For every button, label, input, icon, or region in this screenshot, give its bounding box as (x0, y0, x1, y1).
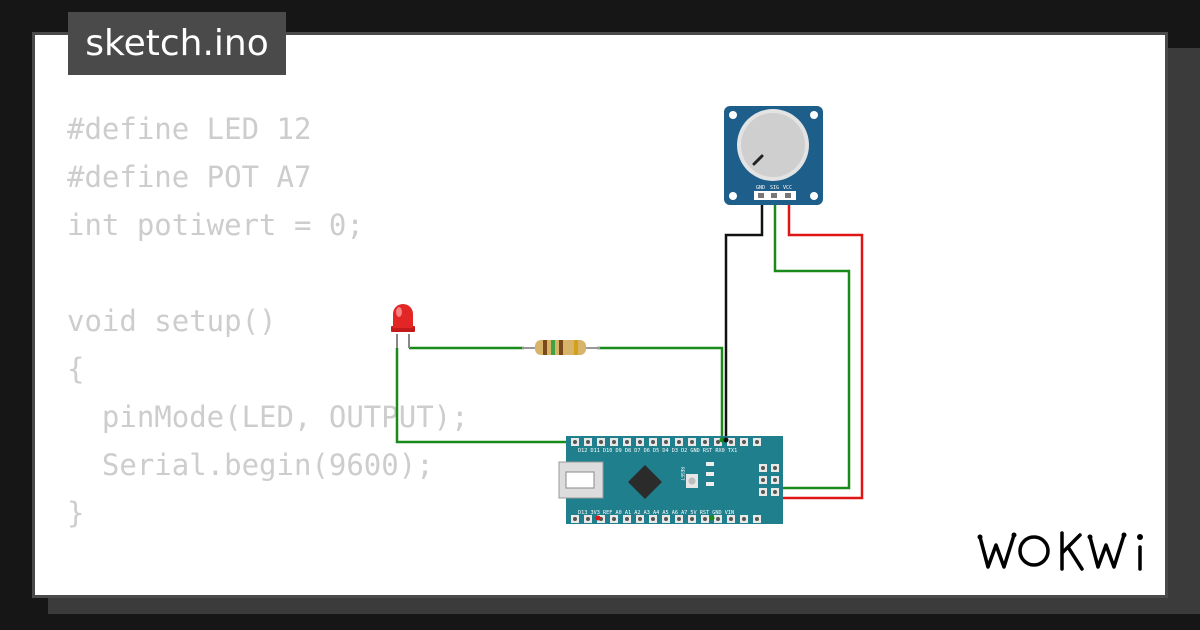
code-line: Serial.begin(9600); (67, 448, 434, 482)
board-pin-hole (586, 440, 590, 444)
pot-pin-gnd-label: GND (756, 185, 765, 191)
code-preview: #define LED 12 #define POT A7 int potiwert… (67, 105, 469, 595)
icsp-header (759, 464, 779, 496)
code-line: #define POT A7 (67, 160, 312, 194)
board-pin-hole (677, 440, 681, 444)
board-pin-hole (638, 440, 642, 444)
top-pin-labels: D12 D11 D10 D9 D8 D7 D6 D5 D4 D3 D2 GND … (578, 448, 737, 454)
code-line: void setup() (67, 304, 277, 338)
board-pin-hole (703, 440, 707, 444)
board-pin-hole (664, 440, 668, 444)
top-pin-header (571, 438, 761, 446)
icsp-pin-hole (773, 490, 777, 494)
bottom-pin-header (571, 515, 761, 523)
code-line: void loop() (67, 585, 469, 595)
board-pin-hole (625, 440, 629, 444)
code-line: #define LED 12 (67, 112, 312, 146)
board-pin-hole (573, 440, 577, 444)
arduino-nano-icon: D12 D11 D10 D9 D8 D7 D6 D5 D4 D3 D2 GND … (558, 436, 783, 524)
bottom-pin-labels: D13 3V3 REF A0 A1 A2 A3 A4 A5 A6 A7 5V R… (578, 510, 734, 516)
board-pin-hole (651, 517, 655, 521)
icsp-pin-hole (761, 490, 765, 494)
board-pin-hole (612, 517, 616, 521)
code-line: } (67, 496, 85, 530)
potentiometer-icon: GND SIG VCC (724, 106, 823, 205)
wire-resistor-to-d12 (597, 346, 724, 440)
board-pin-hole (573, 517, 577, 521)
pot-pin-vcc-label: VCC (783, 185, 792, 191)
board-pin-hole (612, 440, 616, 444)
project-preview-card: #define LED 12 #define POT A7 int potiwert… (32, 32, 1168, 598)
board-pin-hole (638, 517, 642, 521)
sketch-filename-tab: sketch.ino (68, 12, 286, 75)
code-line: pinMode(LED, OUTPUT); (67, 400, 469, 434)
board-pin-hole (664, 517, 668, 521)
board-pin-hole (690, 440, 694, 444)
board-pin-hole (729, 440, 733, 444)
board-pin-hole (677, 517, 681, 521)
board-pin-hole (690, 517, 694, 521)
red-led-icon (391, 304, 415, 348)
wire-pot-gnd (724, 196, 764, 440)
icsp-pin-hole (761, 478, 765, 482)
board-pin-hole (755, 440, 759, 444)
board-pin-hole (651, 440, 655, 444)
board-pin-hole (716, 517, 720, 521)
board-pin-hole (755, 517, 759, 521)
wokwi-logo (977, 531, 1143, 571)
icsp-pin-hole (773, 466, 777, 470)
board-pin-hole (742, 440, 746, 444)
resistor-icon (522, 340, 600, 355)
icsp-pin-hole (773, 478, 777, 482)
board-pin-hole (703, 517, 707, 521)
board-pin-hole (625, 517, 629, 521)
board-pin-hole (729, 517, 733, 521)
reset-label: RESET (679, 467, 685, 481)
board-pin-hole (716, 440, 720, 444)
board-pin-hole (599, 440, 603, 444)
wire-led-to-gnd (395, 348, 588, 444)
board-pin-hole (586, 517, 590, 521)
board-pin-hole (742, 517, 746, 521)
code-line: int potiwert = 0; (67, 208, 364, 242)
pot-pin-sig-label: SIG (770, 185, 779, 191)
icsp-pin-hole (761, 466, 765, 470)
code-line: { (67, 352, 85, 386)
